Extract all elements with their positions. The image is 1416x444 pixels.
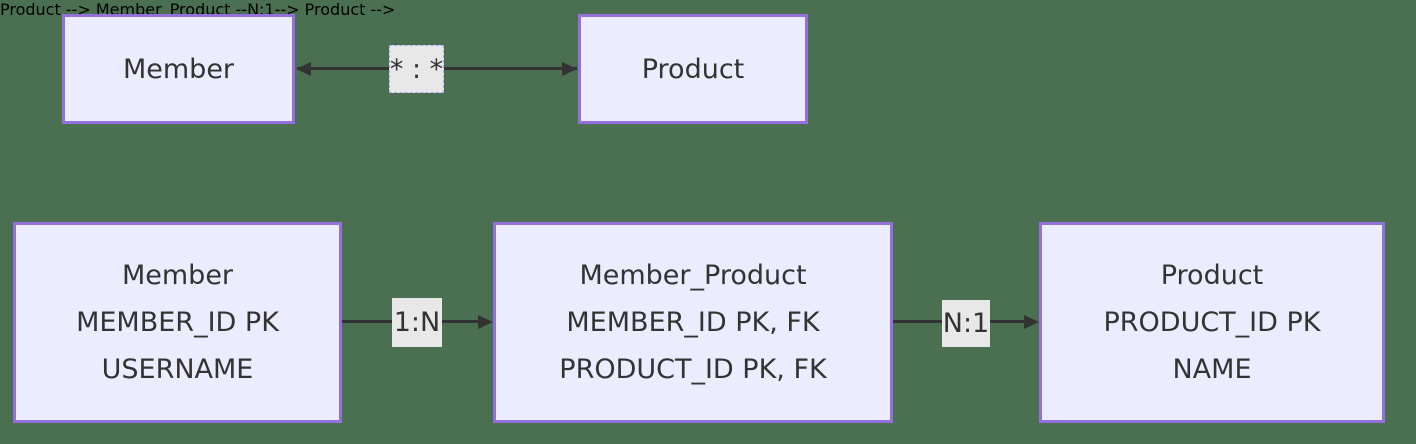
entity-attribute: NAME xyxy=(1172,354,1252,385)
arrowhead-right-icon xyxy=(478,315,493,329)
entity-title: Product xyxy=(641,53,745,85)
entity-member-detail: Member MEMBER_ID PK USERNAME xyxy=(13,222,342,423)
entity-title: Member xyxy=(121,260,234,291)
entity-attribute: MEMBER_ID PK, FK xyxy=(566,307,820,338)
entity-attribute: USERNAME xyxy=(101,354,254,385)
entity-attribute: PRODUCT_ID PK xyxy=(1103,307,1321,338)
edge-label-one-to-many: 1:N xyxy=(392,298,442,347)
edge-label-many-to-many: * : * xyxy=(389,45,444,93)
entity-title: Product xyxy=(1160,260,1264,291)
entity-attribute: MEMBER_ID PK xyxy=(76,307,279,338)
entity-member-product-junction: Member_Product MEMBER_ID PK, FK PRODUCT_… xyxy=(493,222,893,423)
entity-product-detail: Product PRODUCT_ID PK NAME xyxy=(1039,222,1385,423)
entity-attribute: PRODUCT_ID PK, FK xyxy=(559,354,827,385)
entity-member-top: Member xyxy=(62,14,295,124)
arrowhead-left-icon xyxy=(296,62,311,76)
edge-label-many-to-one: N:1 xyxy=(942,300,990,347)
entity-product-top: Product xyxy=(578,14,808,124)
arrowhead-right-icon xyxy=(562,62,577,76)
entity-title: Member_Product xyxy=(579,260,807,291)
entity-title: Member xyxy=(122,53,235,85)
arrowhead-right-icon xyxy=(1024,315,1039,329)
